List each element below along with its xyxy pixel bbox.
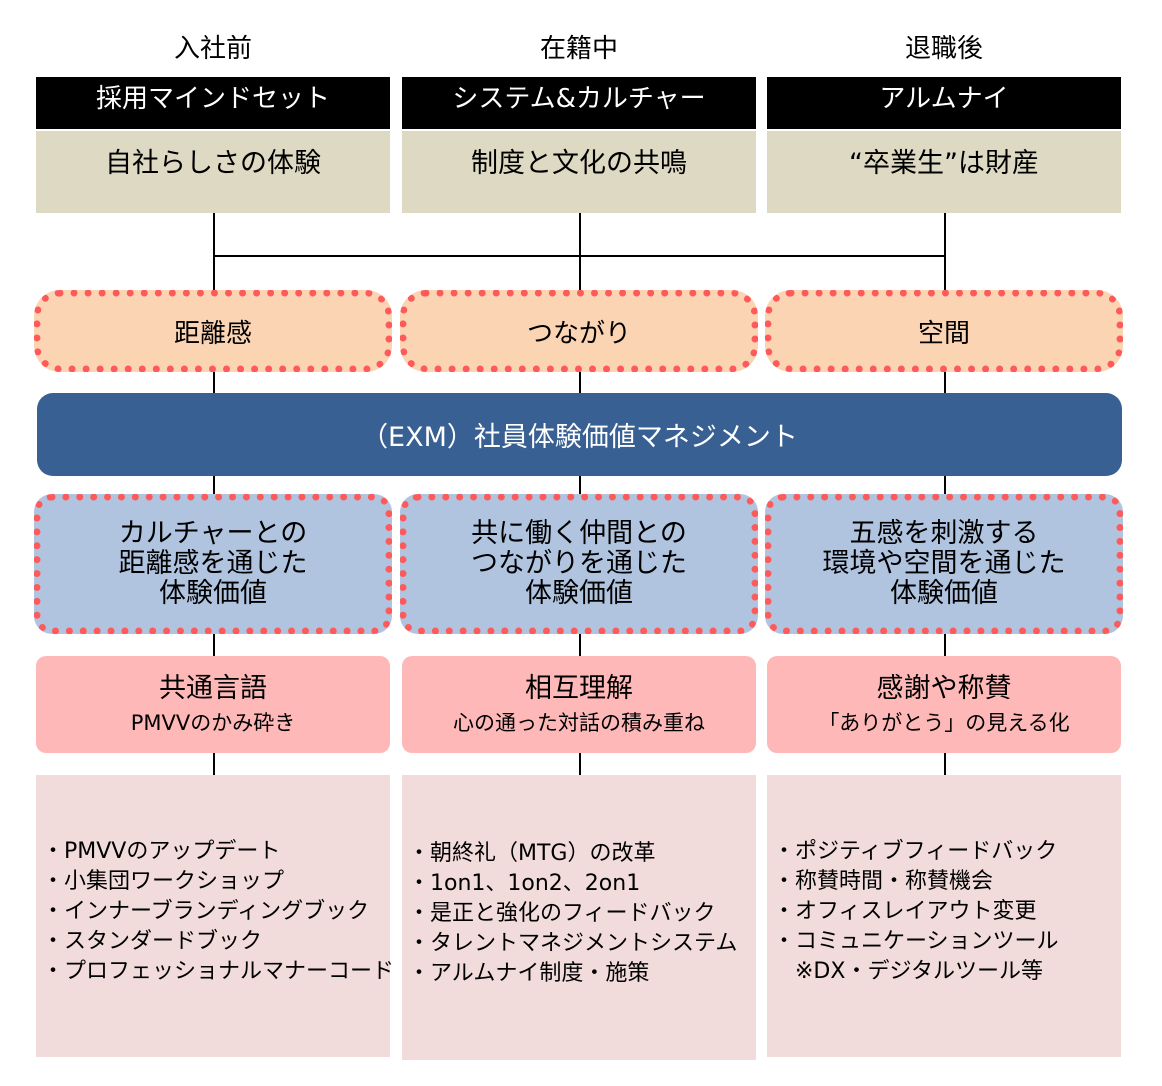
initiative-item: ・スタンダードブック [42, 929, 263, 954]
factor-box: つながり [400, 290, 758, 372]
column-header: 採用マインドセット [36, 77, 390, 129]
value-box: 共に働く仲間との つながりを通じた 体験価値 [400, 494, 758, 634]
column-subtitle: “卒業生”は財産 [767, 131, 1121, 213]
initiative-item: ・1on1、1on2、2on1 [408, 871, 641, 896]
value-line: 共に働く仲間との [471, 518, 687, 549]
initiative-item: ・インナーブランディングブック [42, 899, 370, 924]
column-header: アルムナイ [767, 77, 1121, 129]
column-subtitle: 自社らしさの体験 [36, 131, 390, 213]
value-line: 距離感を通じた [118, 548, 308, 579]
initiatives-box: ・PMVVのアップデート ・小集団ワークショップ ・インナーブランディングブック… [36, 775, 394, 1057]
value-line: 環境や空間を通じた [822, 548, 1066, 579]
column-header: システム&カルチャー [402, 77, 756, 129]
initiative-item: ※DX・デジタルツール等 [773, 959, 1044, 984]
theme-box: 共通言語 PMVVのかみ砕き [36, 656, 390, 753]
theme-subtitle: PMVVのかみ砕き [130, 711, 296, 735]
initiative-item: ・小集団ワークショップ [42, 869, 285, 894]
exm-banner: （EXM）社員体験価値マネジメント [37, 393, 1122, 476]
initiative-item: ・プロフェッショナルマナーコード [42, 959, 395, 984]
value-line: 体験価値 [525, 578, 633, 609]
column-subtitle: 制度と文化の共鳴 [402, 131, 756, 213]
initiative-item: ・ポジティブフィードバック [773, 839, 1058, 864]
value-line: 体験価値 [159, 578, 267, 609]
factor-box: 距離感 [34, 290, 392, 372]
initiative-item: ・コミュニケーションツール [773, 929, 1059, 954]
phase-label: 在籍中 [539, 34, 618, 64]
initiatives-box: ・朝終礼（MTG）の改革 ・1on1、1on2、2on1 ・是正と強化のフィード… [402, 775, 756, 1060]
value-line: 体験価値 [890, 578, 998, 609]
initiative-item: ・PMVVのアップデート [42, 839, 281, 864]
theme-title: 感謝や称賛 [876, 673, 1012, 704]
initiatives-box: ・ポジティブフィードバック ・称賛時間・称賛機会 ・オフィスレイアウト変更 ・コ… [767, 775, 1121, 1057]
initiative-item: ・オフィスレイアウト変更 [773, 899, 1037, 924]
value-line: 五感を刺激する [849, 518, 1039, 549]
theme-title: 共通言語 [159, 673, 267, 704]
initiative-item: ・アルムナイ制度・施策 [408, 961, 650, 986]
factor-box: 空間 [765, 290, 1123, 372]
value-box: カルチャーとの 距離感を通じた 体験価値 [34, 494, 392, 634]
initiative-item: ・是正と強化のフィードバック [408, 901, 716, 926]
phase-label: 入社前 [173, 34, 252, 64]
theme-title: 相互理解 [525, 673, 633, 704]
value-line: つながりを通じた [471, 548, 687, 579]
phase-label: 退職後 [904, 34, 983, 64]
theme-box: 感謝や称賛 「ありがとう」の見える化 [767, 656, 1121, 753]
theme-box: 相互理解 心の通った対話の積み重ね [402, 656, 756, 753]
initiative-item: ・朝終礼（MTG）の改革 [408, 841, 656, 866]
initiative-item: ・タレントマネジメントシステム [408, 931, 738, 956]
theme-subtitle: 「ありがとう」の見える化 [818, 711, 1070, 735]
initiative-item: ・称賛時間・称賛機会 [773, 869, 994, 894]
value-box: 五感を刺激する 環境や空間を通じた 体験価値 [765, 494, 1123, 634]
connector-line [213, 255, 945, 257]
theme-subtitle: 心の通った対話の積み重ね [453, 711, 705, 735]
value-line: カルチャーとの [118, 518, 308, 549]
